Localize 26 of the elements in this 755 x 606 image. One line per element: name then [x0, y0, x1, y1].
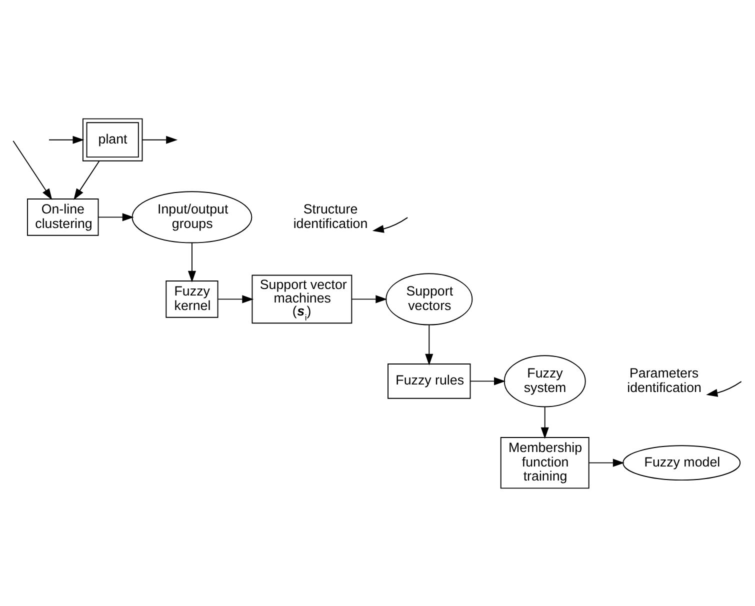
node-ellipse: Fuzzy model: [622, 444, 741, 480]
arrow: [142, 135, 178, 144]
arrow: [98, 212, 134, 221]
node-box: Support vector machines (s$_{i}$): [252, 274, 352, 324]
arrow: [218, 294, 254, 303]
arrow: [188, 242, 196, 282]
arrow: [425, 324, 434, 365]
node-ellipse: Fuzzy system: [504, 354, 586, 407]
arrow: [74, 160, 100, 200]
node-box: Membership function training: [500, 436, 590, 488]
node-text: Parameters identification: [627, 365, 702, 394]
arrow: [351, 294, 388, 303]
arrow: [372, 216, 408, 232]
arrow: [470, 376, 506, 385]
node-box: Fuzzy rules: [388, 363, 471, 398]
node-box: On-line clustering: [27, 198, 99, 236]
arrow: [48, 135, 84, 144]
node-box: plant: [82, 118, 143, 161]
node-text: Structure identification: [293, 201, 368, 230]
arrow: [706, 380, 742, 396]
node-ellipse: Support vectors: [386, 272, 473, 325]
arrow: [540, 406, 549, 438]
node-ellipse: Input/output groups: [132, 190, 252, 243]
arrow: [588, 458, 624, 466]
node-box: Fuzzy kernel: [166, 280, 218, 318]
arrow: [12, 140, 52, 200]
